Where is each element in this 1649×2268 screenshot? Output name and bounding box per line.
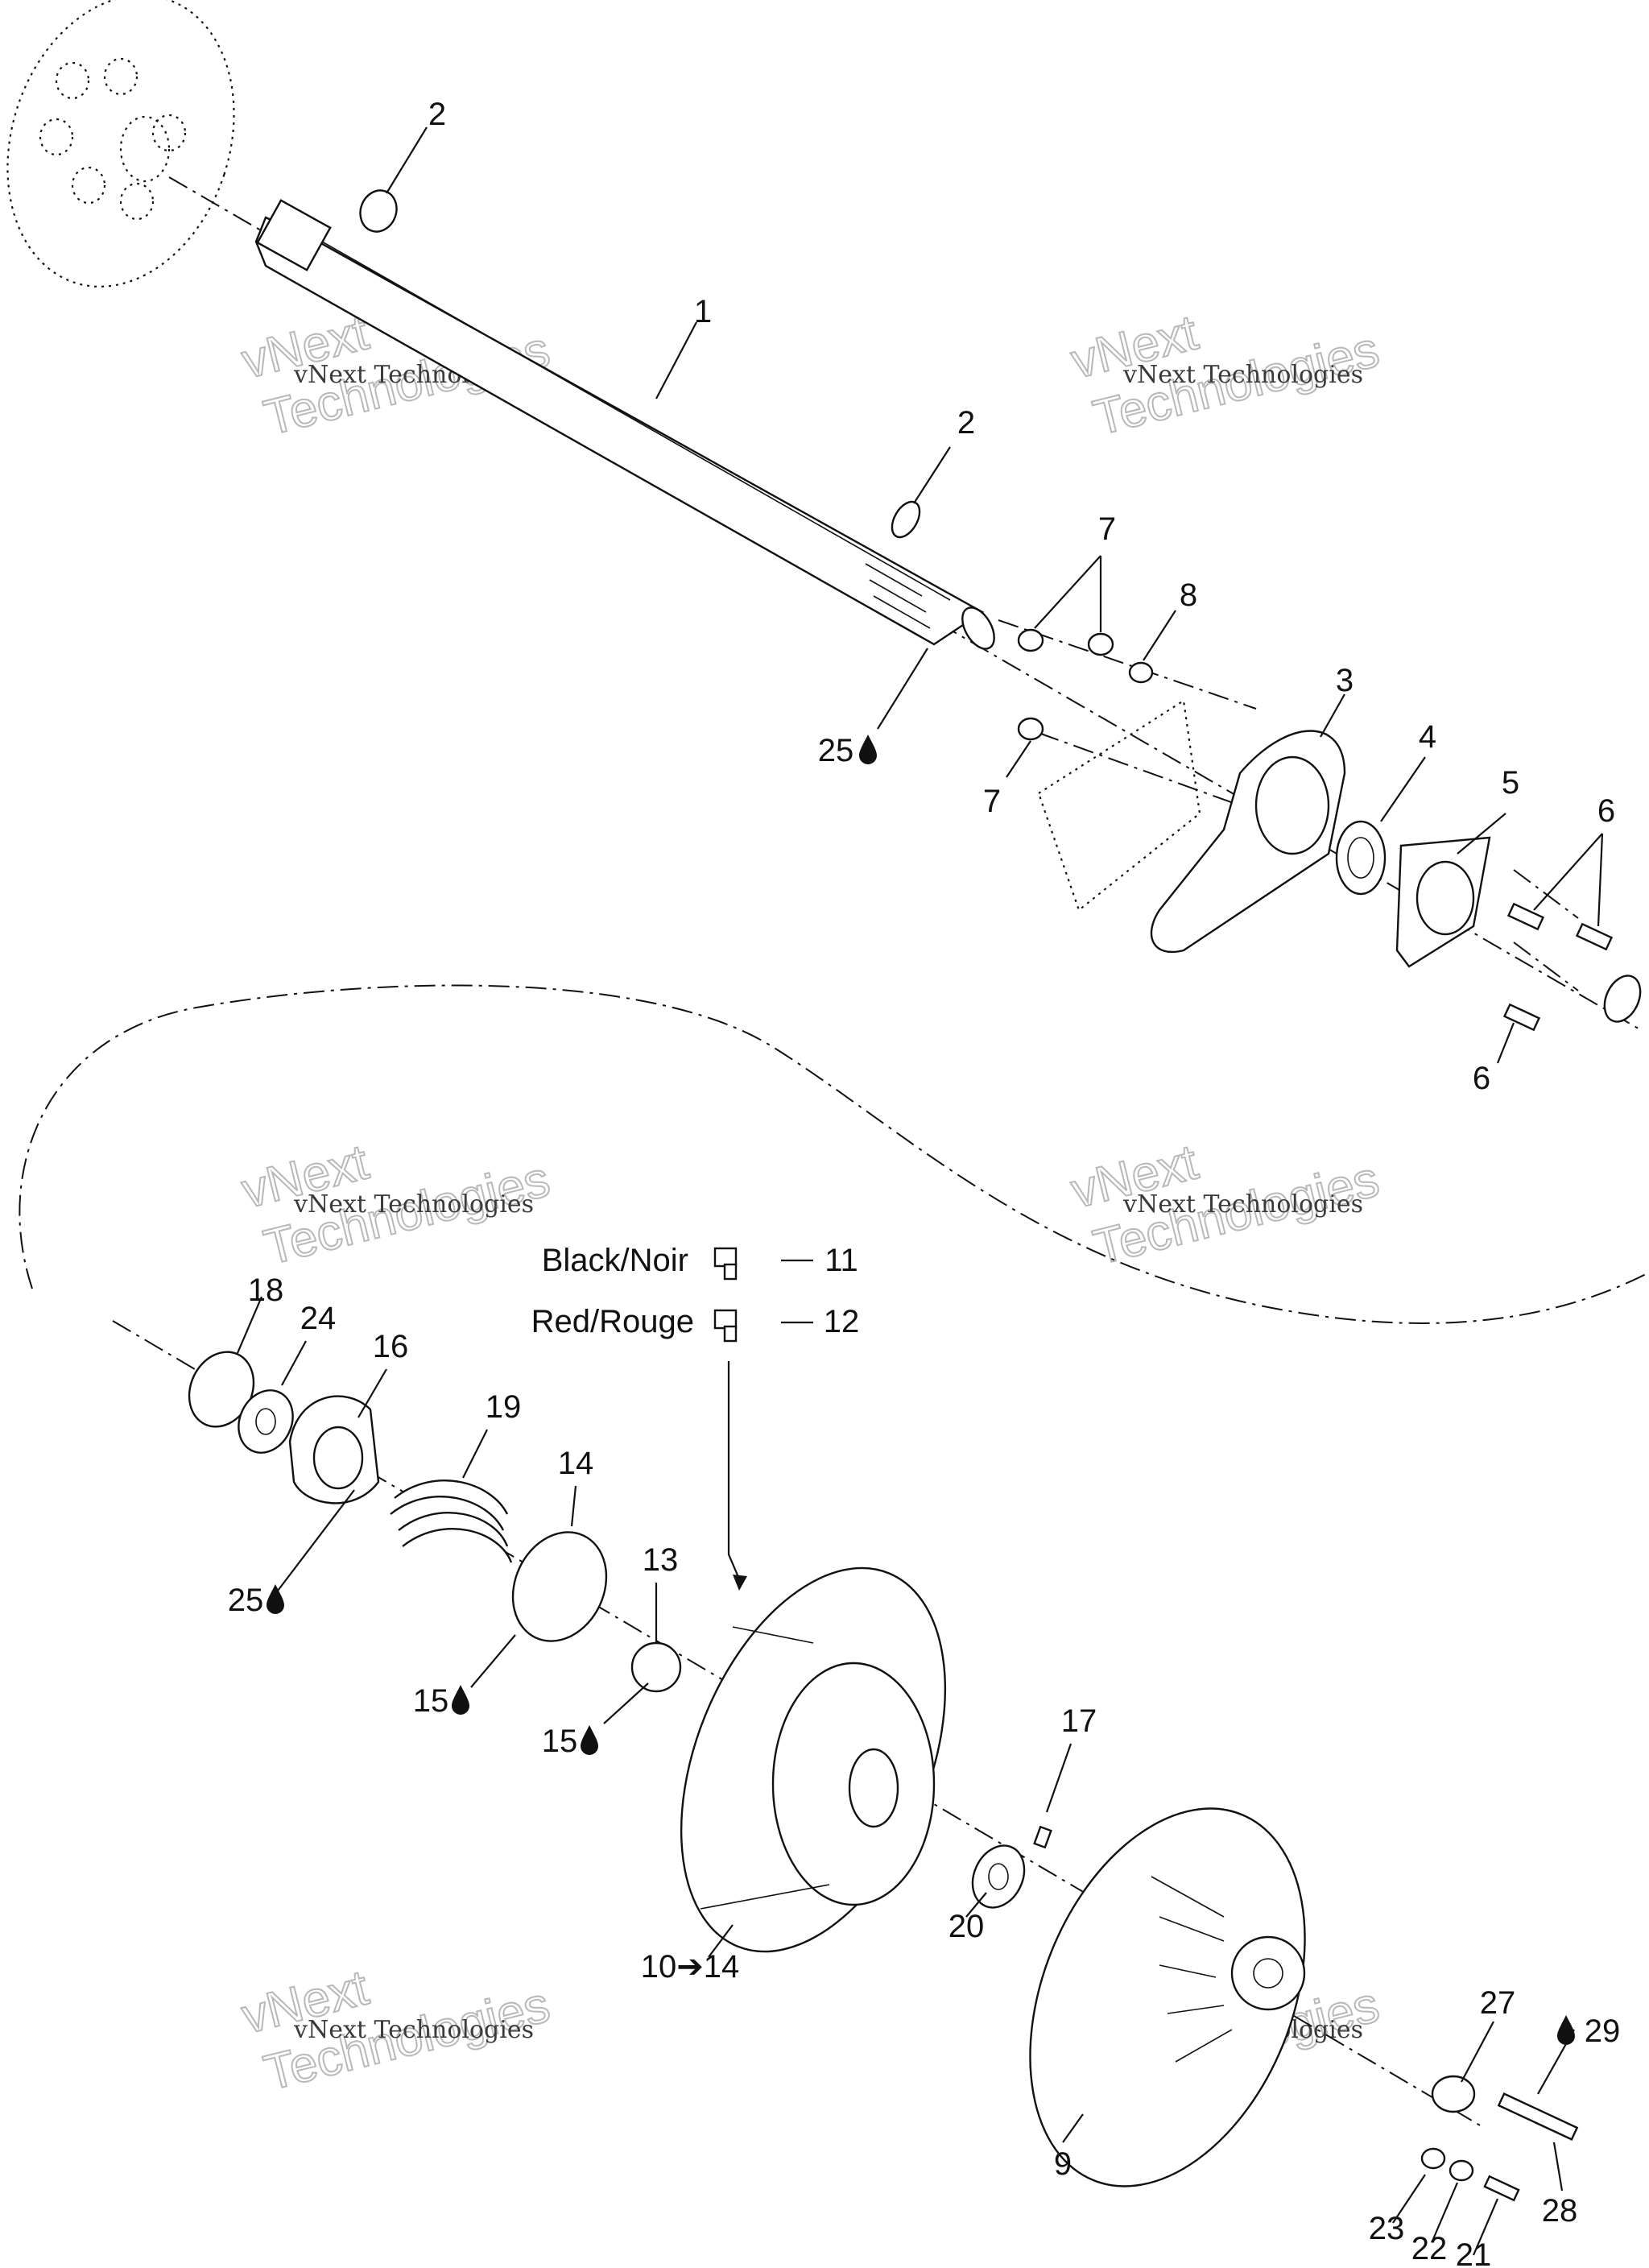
part-10-fixed-sheave bbox=[680, 1566, 947, 1953]
phantom-drive-wheel bbox=[6, 0, 235, 288]
callout-7-top: 7 bbox=[1098, 511, 1116, 547]
watermark-2: vNext Technologies vNext Technologies bbox=[1065, 304, 1386, 447]
oil-drop-icon bbox=[452, 1685, 469, 1715]
callout-16: 16 bbox=[373, 1329, 409, 1364]
callout-15-right: 15 bbox=[542, 1724, 578, 1759]
callout-13: 13 bbox=[643, 1542, 679, 1578]
callout-2-top: 2 bbox=[428, 97, 446, 132]
part-11-12-weight-screws bbox=[713, 1247, 738, 1343]
callout-27: 27 bbox=[1480, 1985, 1516, 2021]
callout-21: 21 bbox=[1456, 2237, 1492, 2268]
oil-drop-icon bbox=[267, 1584, 284, 1614]
oil-drop-icon bbox=[581, 1725, 598, 1755]
callout-4: 4 bbox=[1419, 719, 1436, 755]
black-noir-label: Black/Noir bbox=[542, 1243, 688, 1278]
svg-text:vNext Technologies: vNext Technologies bbox=[1122, 1190, 1363, 1219]
callout-labels: 2 1 2 7 8 25 7 3 4 5 6 6 Black/Noir 11 R… bbox=[228, 97, 1621, 2268]
callout-29: 29 bbox=[1585, 2013, 1621, 2049]
callout-15-left: 15 bbox=[413, 1683, 449, 1719]
callout-6-top: 6 bbox=[1597, 793, 1615, 829]
leader-lines bbox=[236, 126, 1604, 2256]
part-7-8-hardware bbox=[1017, 628, 1154, 741]
svg-text:vNext Technologies: vNext Technologies bbox=[293, 1190, 534, 1219]
part-3-4-5-6-bearing-assembly bbox=[1037, 699, 1642, 1032]
callout-28: 28 bbox=[1542, 2193, 1578, 2229]
callout-19: 19 bbox=[486, 1389, 522, 1425]
svg-text:vNext Technologies: vNext Technologies bbox=[293, 2016, 534, 2044]
svg-text:vNext Technologies: vNext Technologies bbox=[1122, 361, 1363, 389]
callout-12: 12 bbox=[824, 1304, 860, 1339]
part-9-moveable-sheave bbox=[1029, 1807, 1306, 2187]
callout-25-bottom: 25 bbox=[228, 1583, 264, 1618]
callout-5: 5 bbox=[1502, 765, 1519, 801]
callout-14: 14 bbox=[558, 1446, 594, 1481]
callout-24: 24 bbox=[300, 1301, 337, 1336]
callout-2-mid: 2 bbox=[957, 405, 975, 441]
callout-8: 8 bbox=[1180, 577, 1197, 613]
part-2-circlips bbox=[359, 189, 921, 539]
part-1-shaft bbox=[254, 199, 995, 650]
watermark-5: vNext Technologies vNext Technologies bbox=[236, 1959, 556, 2102]
oil-drop-icon bbox=[859, 735, 877, 764]
callout-18: 18 bbox=[248, 1273, 284, 1308]
watermark-4: vNext Technologies vNext Technologies bbox=[1065, 1133, 1386, 1277]
callout-7-bottom: 7 bbox=[983, 784, 1001, 819]
callout-22: 22 bbox=[1411, 2231, 1448, 2266]
secondary-clutch-cam-stack bbox=[188, 1351, 682, 1693]
red-rouge-label: Red/Rouge bbox=[531, 1304, 694, 1339]
callout-20: 20 bbox=[948, 1909, 985, 1944]
watermark-3: vNext Technologies vNext Technologies bbox=[236, 1133, 556, 1277]
part-17-20-key-washer bbox=[971, 1825, 1052, 1909]
callout-10-14: 10➔14 bbox=[641, 1949, 740, 1984]
callout-25-top: 25 bbox=[818, 733, 854, 768]
callout-17: 17 bbox=[1061, 1703, 1097, 1739]
part-21-22-23-27-28-hardware bbox=[1420, 2075, 1579, 2202]
callout-3: 3 bbox=[1336, 663, 1354, 698]
callout-1: 1 bbox=[694, 294, 712, 329]
callout-23: 23 bbox=[1369, 2211, 1405, 2246]
callout-11: 11 bbox=[824, 1243, 858, 1278]
callout-9: 9 bbox=[1054, 2146, 1072, 2182]
callout-6-bottom: 6 bbox=[1473, 1061, 1490, 1096]
oil-drop-icon bbox=[1557, 2015, 1575, 2045]
